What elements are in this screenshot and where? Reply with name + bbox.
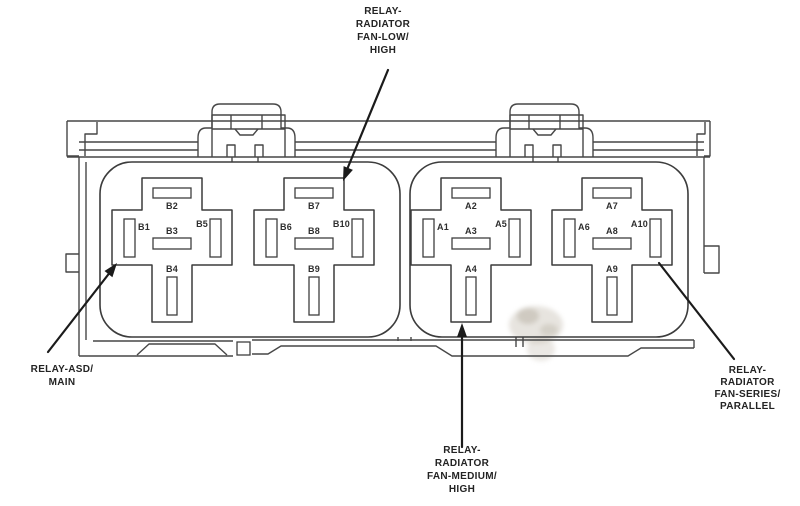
relay-socket-outline (111, 177, 233, 323)
callout-line: RELAY- (443, 445, 481, 456)
terminal-slot-right (508, 218, 521, 258)
terminal-slot-center (451, 237, 491, 250)
housing-left-wall (65, 157, 87, 356)
cover-latch-right (495, 103, 594, 157)
terminal-label: B6 (280, 222, 292, 232)
callout-line: FAN-LOW/ (357, 32, 409, 43)
terminal-label: B4 (166, 264, 178, 274)
relay-socket-2: B6 B7 B8 B9 B10 (253, 177, 375, 323)
terminal-label: B3 (166, 226, 178, 236)
terminal-slot-right (351, 218, 364, 258)
callout-line: PARALLEL (720, 401, 775, 412)
housing-bottom-edge (79, 337, 695, 357)
terminal-label: B10 (333, 219, 350, 229)
terminal-label: A7 (606, 201, 618, 211)
terminal-slot-right (649, 218, 662, 258)
cover-latch-left (197, 103, 296, 157)
bottom-center-tab (236, 341, 251, 356)
terminal-label: A2 (465, 201, 477, 211)
terminal-label: B8 (308, 226, 320, 236)
callout-line: HIGH (448, 484, 476, 495)
terminal-slot-center (152, 237, 192, 250)
relay-socket-outline (253, 177, 375, 323)
arrowhead (104, 263, 117, 278)
callout-line: MAIN (48, 377, 76, 388)
terminal-slot-bottom (465, 276, 477, 316)
terminal-label: A1 (437, 222, 449, 232)
callout-relay-radiator-fan-medium-high: RELAY- RADIATOR FAN-MEDIUM/ HIGH (412, 444, 512, 496)
callout-relay-radiator-fan-low-high: RELAY- RADIATOR FAN-LOW/ HIGH (333, 5, 433, 57)
terminal-slot-left (265, 218, 278, 258)
terminal-slot-center (592, 237, 632, 250)
callout-line: HIGH (369, 45, 397, 56)
relay-cavity-right (409, 161, 689, 338)
relay-cavity-left (99, 161, 401, 338)
callout-line: RADIATOR (434, 458, 490, 469)
relay-socket-4: A6 A7 A8 A9 A10 (551, 177, 673, 323)
terminal-slot-bottom (166, 276, 178, 316)
terminal-label: B2 (166, 201, 178, 211)
callout-relay-asd-main: RELAY-ASD/ MAIN (8, 363, 116, 389)
terminal-slot-center (294, 237, 334, 250)
relay-socket-1: B1 B2 B3 B4 B5 (111, 177, 233, 323)
relay-socket-outline (410, 177, 532, 323)
terminal-label: B9 (308, 264, 320, 274)
callout-line: RELAY- (364, 6, 402, 17)
callout-arrow-fan-low-high (343, 68, 390, 181)
terminal-label: A8 (606, 226, 618, 236)
terminal-label: A5 (495, 219, 507, 229)
relay-socket-3: A1 A2 A3 A4 A5 (410, 177, 532, 323)
callout-line: FAN-SERIES/ (714, 389, 781, 400)
callout-leader-fan-series-parallel (657, 261, 736, 361)
terminal-slot-left (422, 218, 435, 258)
terminal-label: B7 (308, 201, 320, 211)
callout-arrow-fan-medium-high (457, 323, 467, 449)
callout-line: RADIATOR (720, 377, 775, 388)
terminal-slot-top (294, 187, 334, 199)
terminal-slot-left (123, 218, 136, 258)
relay-socket-outline (551, 177, 673, 323)
scan-smudge (509, 306, 563, 361)
terminal-slot-right (209, 218, 222, 258)
callout-line: RADIATOR (355, 19, 411, 30)
terminal-label: A10 (631, 219, 648, 229)
terminal-slot-bottom (606, 276, 618, 316)
terminal-slot-top (152, 187, 192, 199)
housing-top-rail (66, 120, 711, 162)
terminal-label: A6 (578, 222, 590, 232)
terminal-slot-left (563, 218, 576, 258)
terminal-slot-bottom (308, 276, 320, 316)
callout-arrow-asd-main (46, 263, 117, 354)
callout-line: FAN-MEDIUM/ (427, 471, 497, 482)
arrowhead (343, 166, 353, 181)
terminal-label: B1 (138, 222, 150, 232)
terminal-slot-top (451, 187, 491, 199)
terminal-label: A9 (606, 264, 618, 274)
terminal-label: A3 (465, 226, 477, 236)
terminal-label: A4 (465, 264, 477, 274)
housing-right-wall (703, 157, 720, 274)
callout-line: RELAY- (728, 365, 767, 376)
terminal-label: B5 (196, 219, 208, 229)
terminal-slot-top (592, 187, 632, 199)
callout-line: RELAY-ASD/ (30, 364, 94, 375)
callout-relay-radiator-fan-series-parallel: RELAY- RADIATOR FAN-SERIES/ PARALLEL (699, 365, 796, 413)
arrowhead (457, 323, 467, 337)
